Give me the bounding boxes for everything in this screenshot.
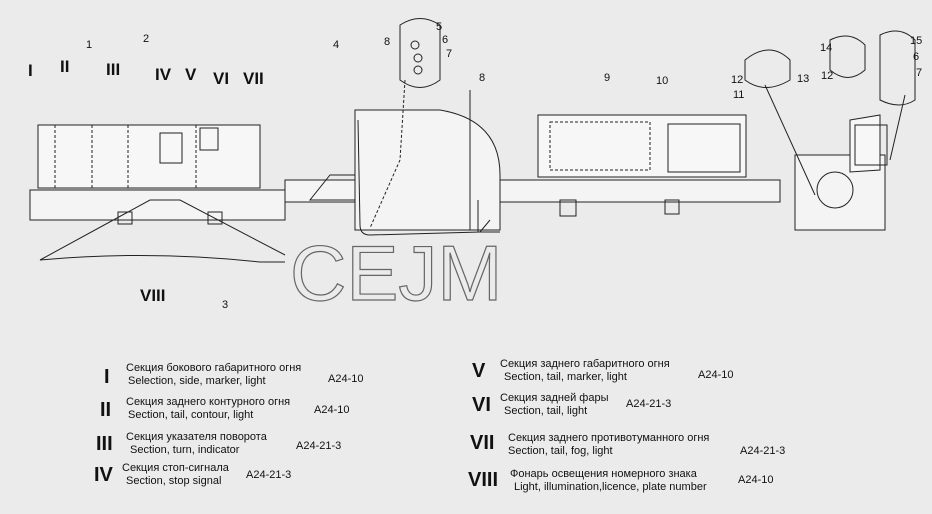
legend-ru: Секция задней фары bbox=[500, 392, 609, 404]
legend-ru: Секция заднего противотуманного огня bbox=[508, 432, 710, 444]
callout-12b: 12 bbox=[821, 70, 833, 82]
legend-code: A24-10 bbox=[698, 369, 734, 381]
legend-en: Section, tail, contour, light bbox=[128, 409, 254, 421]
label-roman-vi: VI bbox=[213, 69, 229, 88]
legend-en: Section, stop signal bbox=[126, 475, 222, 487]
callout-13: 13 bbox=[797, 73, 809, 85]
callout-1: 1 bbox=[86, 39, 92, 51]
callout-9: 9 bbox=[604, 72, 610, 84]
legend-en: Selection, side, marker, light bbox=[128, 375, 266, 387]
legend-ru: Секция указателя поворота bbox=[126, 431, 267, 443]
callout-14: 14 bbox=[820, 42, 832, 54]
callout-8: 8 bbox=[384, 36, 390, 48]
legend-numeral: VII bbox=[470, 432, 495, 454]
legend-code: A24-21-3 bbox=[740, 445, 786, 457]
legend-en: Section, tail, marker, light bbox=[504, 371, 627, 383]
legend-en: Light, illumination,licence, plate numbe… bbox=[514, 481, 707, 493]
label-roman-ii: II bbox=[60, 57, 69, 76]
lighting-installation-diagram: СЕЈМ I II III IV V VI VII VIII 1 2 3 4 5… bbox=[28, 18, 922, 318]
legend-item-vi: VI Секция задней фары Section, tail, lig… bbox=[472, 392, 792, 422]
label-roman-iv: IV bbox=[155, 65, 172, 84]
legend-numeral: II bbox=[100, 399, 112, 421]
legend-item-i: I Секция бокового габаритного огня Selec… bbox=[104, 360, 424, 390]
callout-6: 6 bbox=[442, 34, 448, 46]
label-roman-v: V bbox=[185, 65, 197, 84]
left-rear-lamp-assembly bbox=[29, 124, 286, 263]
legend-item-iv: IV Секция стоп-сигнала Section, stop sig… bbox=[94, 462, 414, 492]
legend-code: A24-10 bbox=[328, 373, 364, 385]
bolt-detail bbox=[399, 18, 441, 88]
legend-ru: Фонарь освещения номерного знака bbox=[510, 468, 697, 480]
callout-10: 10 bbox=[656, 75, 668, 87]
legend-numeral: V bbox=[472, 360, 486, 382]
legend-ru: Секция стоп-сигнала bbox=[122, 462, 229, 474]
legend-ru: Секция бокового габаритного огня bbox=[126, 362, 302, 374]
callout-15: 15 bbox=[910, 35, 922, 47]
legend-numeral: VIII bbox=[468, 469, 499, 491]
legend-numeral: VI bbox=[472, 394, 491, 416]
label-roman-iii: III bbox=[106, 60, 120, 79]
legend-numeral: I bbox=[104, 366, 110, 388]
legend-item-vii: VII Секция заднего противотуманного огня… bbox=[470, 432, 800, 462]
callout-11: 11 bbox=[733, 89, 744, 101]
label-roman-i: I bbox=[28, 61, 33, 80]
callout-2: 2 bbox=[143, 33, 149, 45]
right-rear-lamp-assembly bbox=[537, 114, 747, 217]
legend-code: A24-10 bbox=[314, 404, 350, 416]
label-roman-viii: VIII bbox=[140, 286, 166, 305]
callout-8b: 8 bbox=[479, 72, 485, 84]
legend-ru: Секция заднего габаритного огня bbox=[500, 358, 670, 370]
legend-code: A24-10 bbox=[738, 474, 774, 486]
legend-code: A24-21-3 bbox=[626, 398, 672, 410]
legend-item-v: V Секция заднего габаритного огня Sectio… bbox=[472, 358, 792, 388]
plate-lamp-detail bbox=[744, 30, 916, 231]
label-roman-vii: VII bbox=[243, 69, 264, 88]
legend-code: A24-21-3 bbox=[296, 440, 342, 452]
callout-7b: 7 bbox=[916, 67, 922, 79]
legend-ru: Секция заднего контурного огня bbox=[126, 396, 291, 408]
callout-5: 5 bbox=[436, 21, 442, 33]
callout-7: 7 bbox=[446, 48, 452, 60]
callout-3: 3 bbox=[222, 299, 228, 311]
legend-en: Section, tail, light bbox=[504, 405, 588, 417]
callout-4: 4 bbox=[333, 39, 339, 51]
legend-numeral: III bbox=[96, 433, 113, 455]
legend-en: Section, turn, indicator bbox=[130, 444, 240, 456]
legend-numeral: IV bbox=[94, 464, 113, 486]
legend-code: A24-21-3 bbox=[246, 469, 292, 481]
callout-6b: 6 bbox=[913, 51, 919, 63]
frame-and-wiring bbox=[284, 79, 781, 236]
legend-en: Section, tail, fog, light bbox=[508, 445, 613, 457]
watermark: СЕЈМ bbox=[290, 229, 502, 317]
legend-item-iii: III Секция указателя поворота Section, t… bbox=[96, 430, 416, 460]
callout-12: 12 bbox=[731, 74, 743, 86]
legend-item-viii: VIII Фонарь освещения номерного знака Li… bbox=[468, 468, 798, 498]
legend-item-ii: II Секция заднего контурного огня Sectio… bbox=[100, 395, 420, 425]
